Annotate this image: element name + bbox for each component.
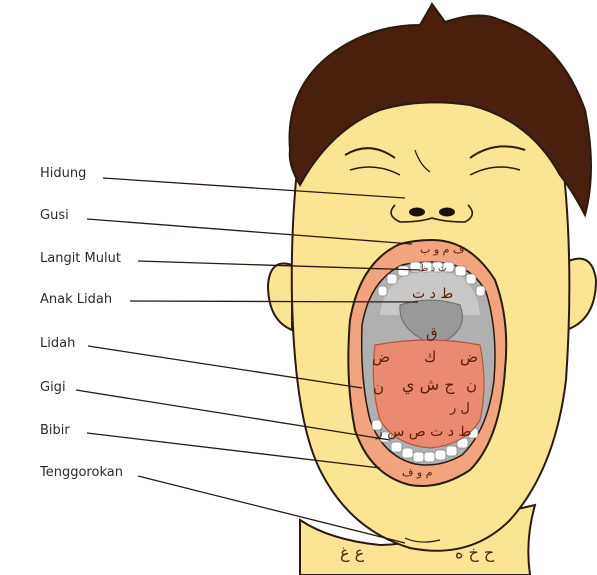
arabic-tongue-right: ن [466, 376, 477, 394]
nose [390, 204, 474, 223]
arabic-tongue-right-lower: ل ر [449, 401, 470, 416]
arabic-gum: ث ذ ظ [420, 264, 447, 274]
arabic-uvula: ق [426, 324, 438, 342]
tongue-shape [372, 339, 485, 449]
right-brow [469, 145, 526, 159]
arabic-throat-right: ح خ ه [455, 543, 495, 563]
label-bibir: Bibir [40, 423, 70, 438]
label-lidah: Lidah [40, 336, 76, 351]
leader-lines [75, 177, 421, 544]
arabic-tongue-left: ن [373, 378, 384, 396]
leader-bibir [86, 432, 381, 469]
leader-gigi [75, 389, 391, 441]
leader-anak-lidah [129, 300, 419, 303]
arabic-tongue-bottom: ط د ت ص س ز [375, 424, 471, 440]
leader-langit-mulut [137, 260, 421, 271]
arabic-upper-lip: ف م و ب [420, 243, 464, 256]
label-tenggorokan: Tenggorokan [40, 465, 123, 480]
label-gusi: Gusi [40, 208, 69, 223]
hair [288, 2, 592, 218]
left-ear [266, 262, 293, 332]
forehead-crease [414, 149, 431, 173]
arabic-tongue-middle: ج ش ي [402, 375, 455, 395]
label-gigi: Gigi [40, 380, 66, 395]
label-hidung: Hidung [40, 166, 87, 181]
left-nostril [409, 207, 425, 217]
arabic-tongue-top-center: ك [424, 348, 436, 366]
left-eye-line [349, 166, 401, 176]
arabic-lower-lip: م و ف [402, 466, 433, 479]
chin-crease [404, 537, 441, 543]
arabic-throat-left: ع غ [340, 543, 365, 563]
label-anak-lidah: Anak Lidah [40, 292, 113, 307]
arabic-tongue-top-right: ض [460, 348, 478, 366]
leader-hidung [102, 177, 406, 199]
leader-lidah [87, 345, 363, 389]
leader-gusi [86, 218, 413, 245]
label-langit-mulut: Langit Mulut [40, 251, 121, 266]
arabic-palate: ط د ت [412, 286, 453, 302]
right-eye-line [469, 166, 521, 176]
right-ear [565, 257, 597, 332]
arabic-tongue-top-left: ض [372, 348, 390, 366]
right-nostril [439, 207, 455, 217]
leader-tenggorokan [137, 475, 406, 544]
left-brow [344, 147, 396, 159]
